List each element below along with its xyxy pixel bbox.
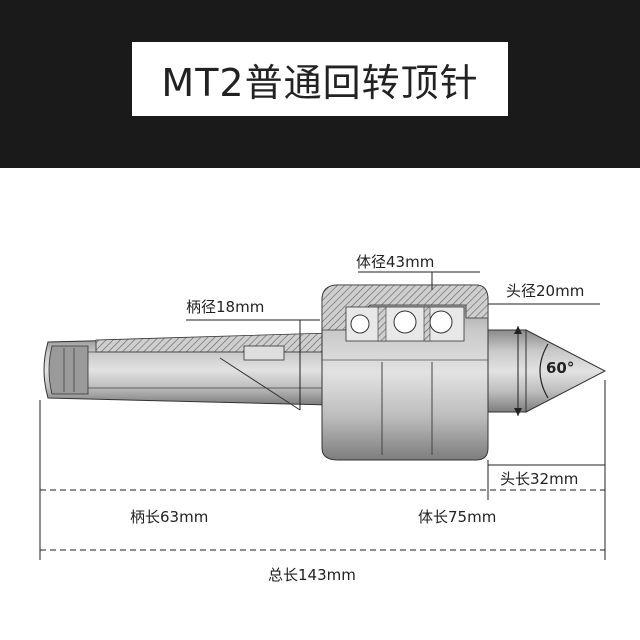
title-banner: MT2普通回转顶针 (0, 0, 640, 168)
body-length-label: 体长75mm (418, 508, 496, 526)
body-diameter-label: 体径43mm (356, 253, 434, 271)
bearing-ball (429, 310, 453, 334)
bearing-ball (393, 310, 417, 334)
angle-arc (539, 343, 549, 399)
angle-label: 60° (546, 359, 574, 377)
body-hatch (321, 284, 489, 331)
shank-diameter-label: 柄径18mm (186, 298, 264, 316)
head-length-label: 头长32mm (500, 470, 578, 488)
cone-tip (525, 329, 607, 413)
bearing-ball (350, 314, 370, 334)
total-length-label: 总长143mm (268, 566, 356, 584)
title-box: MT2普通回转顶针 (132, 42, 508, 116)
head-diameter-label: 头径20mm (506, 282, 584, 300)
page-title: MT2普通回转顶针 (161, 60, 479, 105)
shank-tang (48, 345, 89, 395)
shank-key (243, 345, 285, 361)
shank-hatch-top (95, 332, 331, 353)
head-spindle (487, 329, 527, 413)
shank-length-label: 柄长63mm (130, 508, 208, 526)
technical-drawing: 体径43mm 柄径18mm 头径20mm 60° 头长32mm 柄长63mm 体… (39, 253, 607, 584)
